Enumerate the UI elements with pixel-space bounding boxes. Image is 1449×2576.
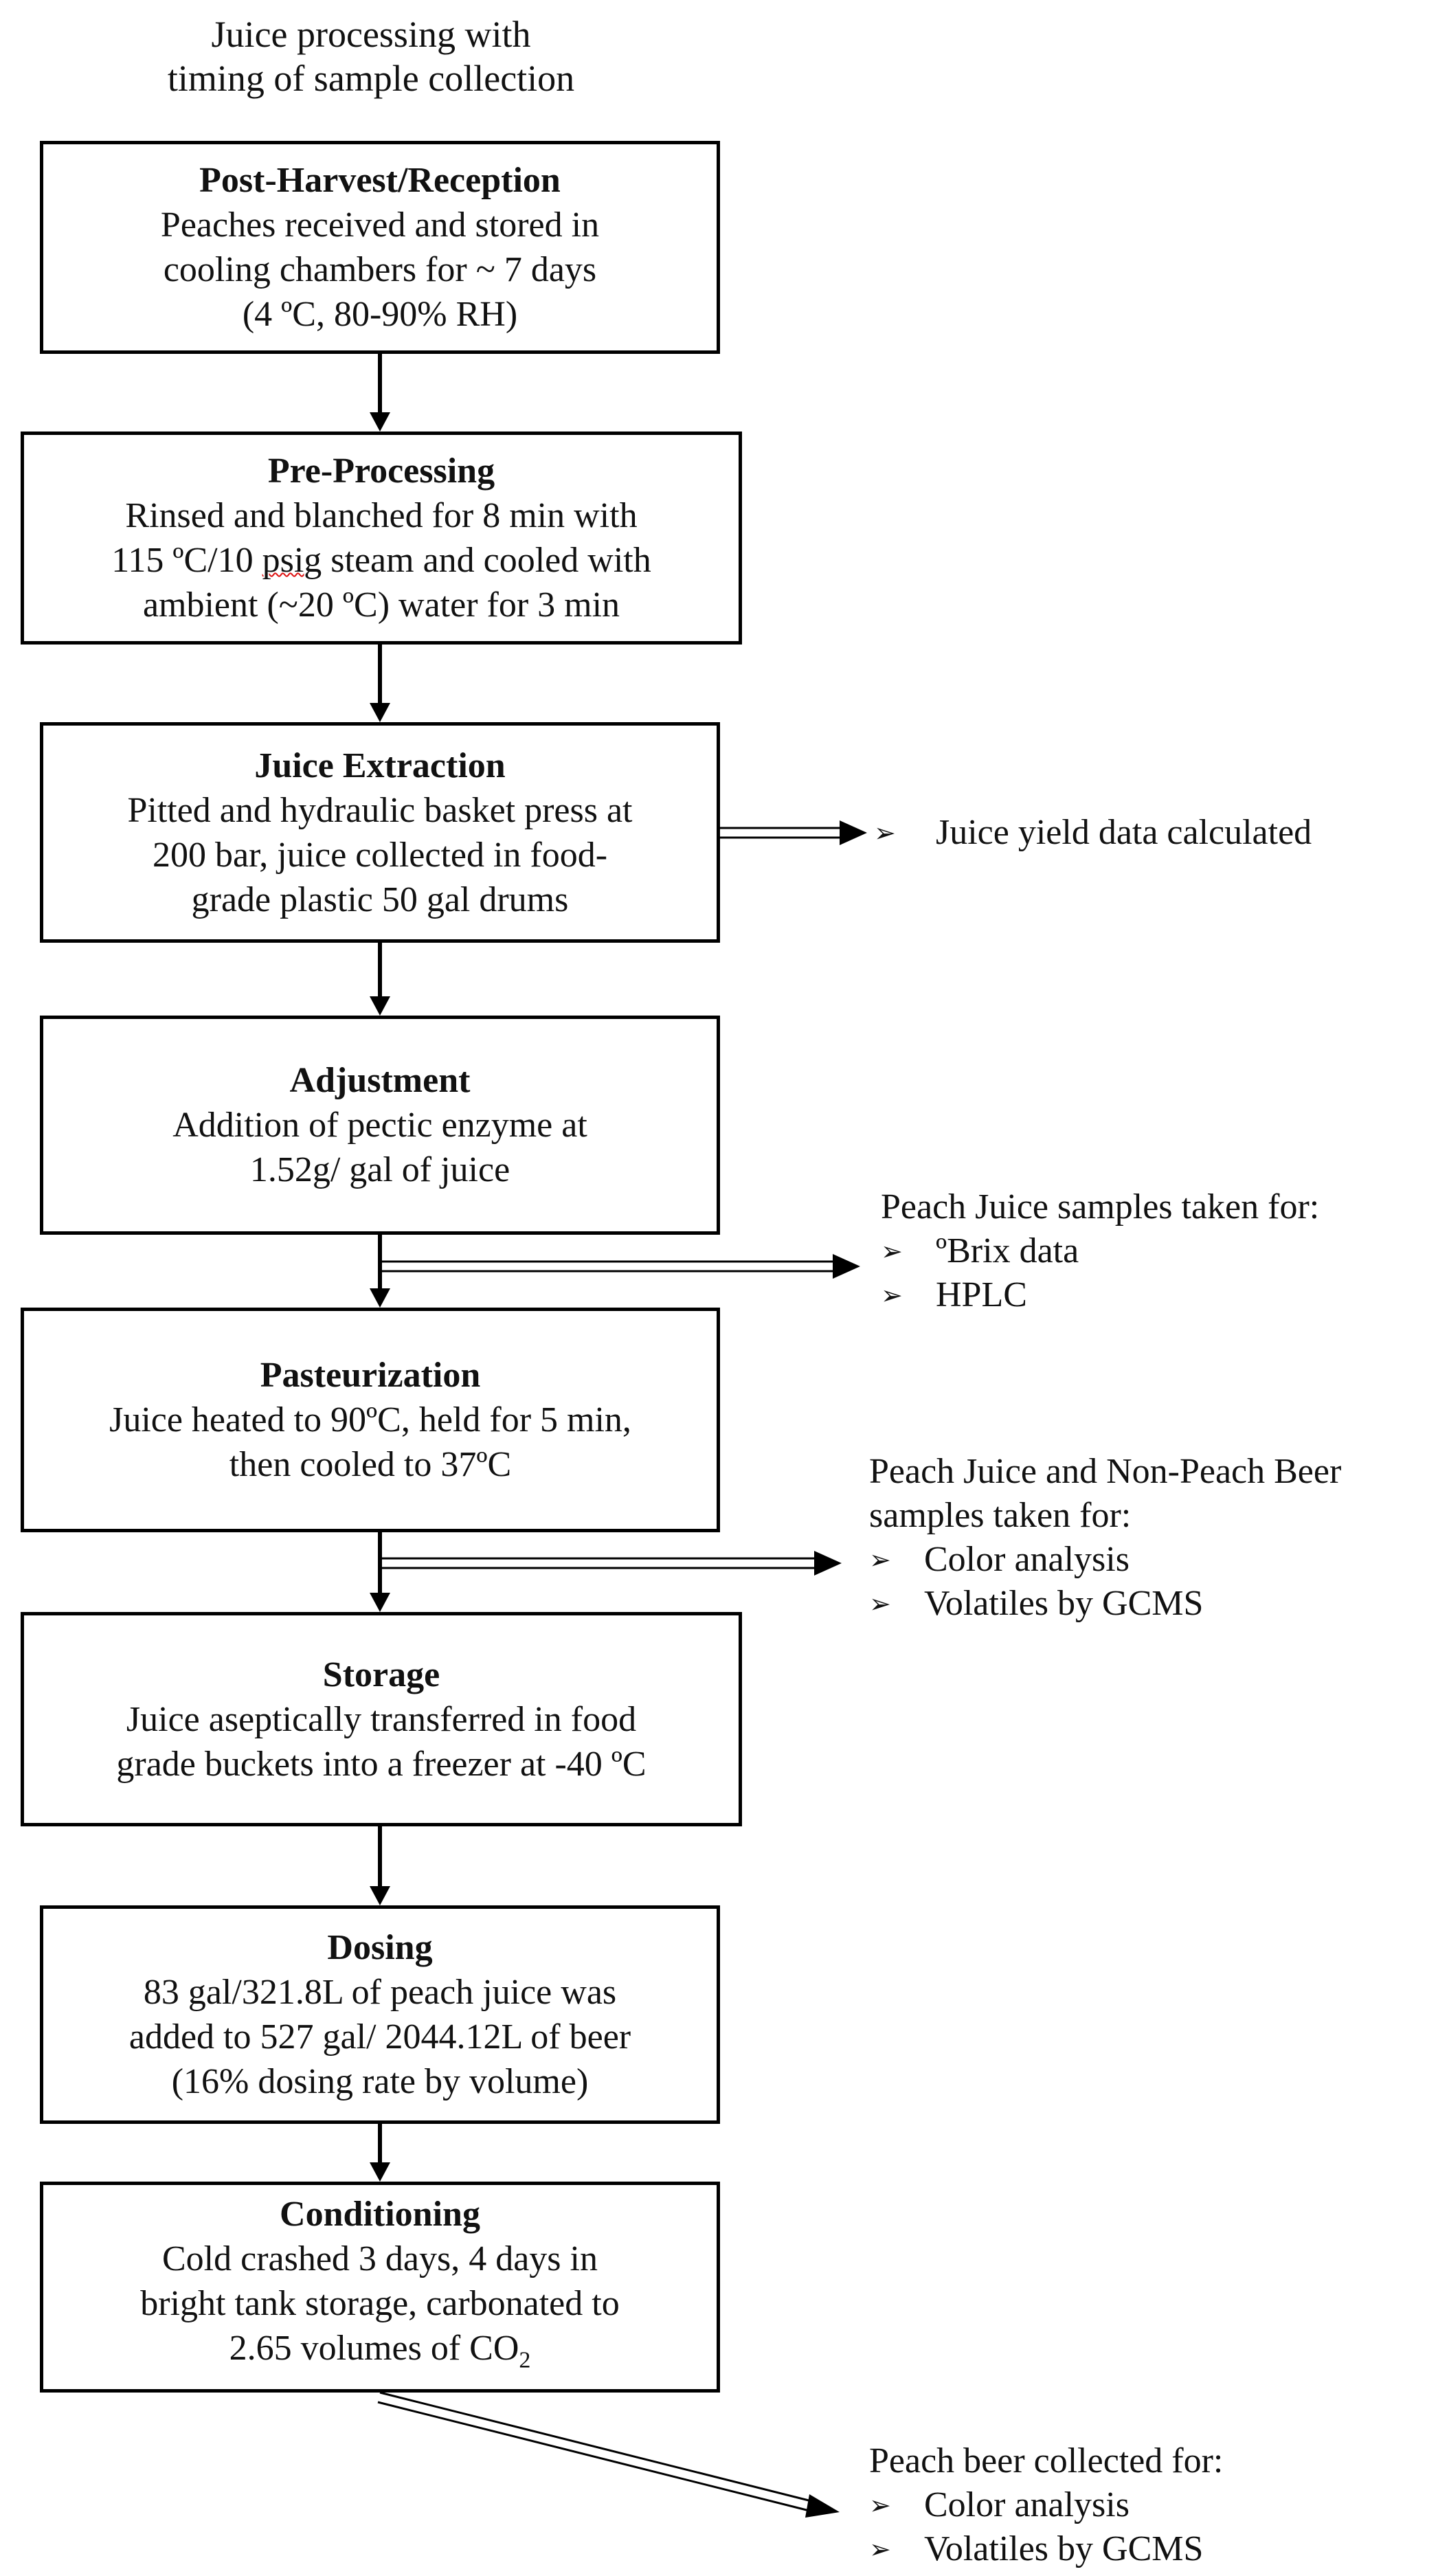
step-line: then cooled to 37ºC [229,1445,512,1484]
flow-arrows [370,354,390,2182]
note-item-text: Color analysis [924,2485,1130,2524]
step-line: 115 ºC/10 psig steam and cooled with [111,541,651,580]
note-brix-hplc: Peach Juice samples taken for: ➢ ºBrix da… [881,1185,1319,1317]
step-line: bright tank storage, carbonated to [140,2283,620,2323]
note-item-text: ºBrix data [936,1231,1079,1270]
arrow-bullet-icon: ➢ [874,818,896,848]
note-peach-beer: Peach beer collected for: ➢ Color analysi… [869,2439,1223,2571]
step-line: Pitted and hydraulic basket press at [127,790,633,830]
step-line: 1.52g/ gal of juice [249,1150,510,1189]
arrow-bullet-icon: ➢ [869,2490,891,2520]
beer-arrowhead [805,2494,840,2518]
step-line: Peaches received and stored in [160,205,600,245]
note-juice-yield: ➢ Juice yield data calculated [874,811,1312,855]
note-header: Peach beer collected for: [869,2441,1224,2480]
note-item-text: Volatiles by GCMS [924,1584,1204,1623]
flow-arrowhead-4 [370,1288,390,1308]
note-item-text: Color analysis [924,1540,1130,1579]
step-heading: Conditioning [280,2194,480,2234]
arrow-bullet-icon: ➢ [869,1545,891,1575]
step-line: ambient (~20 ºC) water for 3 min [142,585,620,625]
step-heading: Storage [322,1655,440,1694]
yield-arrowhead [840,820,867,845]
step-line: 200 bar, juice collected in food- [152,835,608,875]
note-item: ➢ Color analysis [869,2483,1223,2527]
co2-subscript: 2 [519,2347,531,2373]
step-heading: Pre-Processing [267,451,495,491]
step-line: grade buckets into a freezer at -40 ºC [116,1744,647,1784]
step-line: (16% dosing rate by volume) [171,2062,589,2101]
step-conditioning: Conditioning Cold crashed 3 days, 4 days… [40,2182,720,2393]
step-heading: Dosing [327,1928,433,1967]
step-heading: Juice Extraction [254,746,506,785]
step-heading: Post-Harvest/Reception [199,161,561,200]
arrow-bullet-icon: ➢ [881,1236,903,1266]
step-line: added to 527 gal/ 2044.12L of beer [128,2017,631,2057]
flow-arrowhead-2 [370,703,390,722]
step-pasteurization: Pasteurization Juice heated to 90ºC, hel… [21,1308,720,1532]
step-juice-extraction: Juice Extraction Pitted and hydraulic ba… [40,722,720,943]
step-line: cooling chambers for ~ 7 days [163,250,597,289]
step-adjustment: Adjustment Addition of pectic enzyme at … [40,1016,720,1235]
step-heading: Pasteurization [260,1356,481,1395]
spellcheck-underline: psig [262,541,322,580]
step-line: Addition of pectic enzyme at [172,1106,587,1145]
step-line: grade plastic 50 gal drums [191,880,569,919]
arrow-bullet-icon: ➢ [881,1280,903,1310]
step-storage: Storage Juice aseptically transferred in… [21,1612,742,1826]
flow-arrowhead-3 [370,996,390,1016]
arrow-bullet-icon: ➢ [869,1589,891,1619]
flow-arrowhead-7 [370,2162,390,2182]
arrow-bullet-icon: ➢ [869,2534,891,2564]
note-item: ➢ HPLC [881,1273,1319,1317]
flow-arrowhead-6 [370,1886,390,1905]
flow-arrowhead-1 [370,412,390,432]
note-item: ➢ Volatiles by GCMS [869,2527,1223,2571]
step-line: Rinsed and blanched for 8 min with [125,496,638,535]
note-item: ➢ Volatiles by GCMS [869,1582,1341,1626]
step-pre-processing: Pre-Processing Rinsed and blanched for 8… [21,432,742,645]
flow-arrowhead-5 [370,1593,390,1612]
note-header: Peach Juice samples taken for: [881,1187,1320,1227]
brix-arrowhead [833,1254,860,1279]
step-dosing: Dosing 83 gal/321.8L of peach juice was … [40,1905,720,2124]
note-item-text: Volatiles by GCMS [924,2529,1204,2568]
note-header: samples taken for: [869,1496,1132,1535]
title-line-1: Juice processing with [211,14,531,55]
note-item: ➢ Juice yield data calculated [874,811,1312,855]
step-line: 2.65 volumes of CO2 [229,2326,531,2382]
note-item-text: Juice yield data calculated [936,813,1312,852]
note-item: ➢ ºBrix data [881,1229,1319,1273]
step-heading: Adjustment [289,1061,471,1100]
step-line: 83 gal/321.8L of peach juice was [143,1973,617,2012]
note-color-volatiles: Peach Juice and Non-Peach Beer samples t… [869,1450,1341,1626]
note-header: Peach Juice and Non-Peach Beer [869,1452,1342,1491]
color-arrowhead [814,1551,842,1576]
note-item: ➢ Color analysis [869,1538,1341,1582]
step-post-harvest-reception: Post-Harvest/Reception Peaches received … [40,141,720,354]
step-line: Juice heated to 90ºC, held for 5 min, [109,1400,631,1440]
side-arrows [377,820,867,2518]
note-item-text: HPLC [936,1275,1027,1314]
co2-text: 2.65 volumes of CO [229,2328,519,2368]
step-line: (4 ºC, 80-90% RH) [242,295,518,334]
diagram-title: Juice processing with timing of sample c… [103,12,639,100]
title-line-2: timing of sample collection [167,58,575,99]
step-line: Cold crashed 3 days, 4 days in [161,2239,598,2278]
step-line: Juice aseptically transferred in food [126,1699,637,1739]
